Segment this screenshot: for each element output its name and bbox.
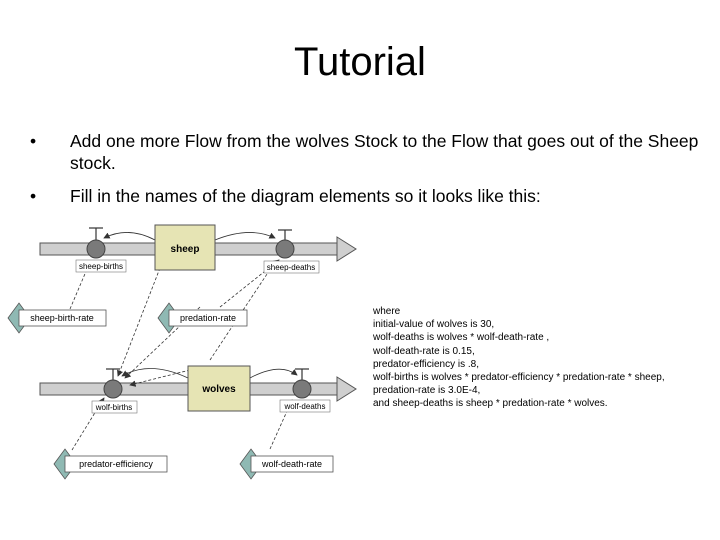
- slide-title: Tutorial: [294, 40, 426, 84]
- svg-text:wolf-births: wolf-births: [95, 403, 132, 412]
- flow-label-wolf-births: wolf-births: [91, 400, 138, 414]
- stock-wolves-label: wolves: [201, 384, 236, 395]
- curved-connectors: [103, 232, 298, 379]
- note-line: where: [373, 306, 401, 317]
- converter-predation-rate: predation-rate: [157, 302, 248, 334]
- note-line: initial-value of wolves is 30,: [373, 319, 495, 331]
- connectors: [69, 259, 293, 451]
- bullet-item: • Fill in the names of the diagram elemen…: [30, 185, 700, 207]
- note-line: wolf-deaths is wolves * wolf-death-rate …: [373, 332, 550, 344]
- bullet-item: • Add one more Flow from the wolves Stock…: [30, 130, 700, 174]
- flow-label-wolf-deaths: wolf-deaths: [279, 399, 331, 413]
- converter-wolf-death-rate: wolf-death-rate: [239, 448, 334, 480]
- equation-notes: where initial-value of wolves is 30, wol…: [373, 305, 665, 411]
- converter-sheep-birth-rate: sheep-birth-rate: [7, 302, 107, 334]
- flow-label-sheep-births: sheep-births: [75, 259, 127, 273]
- svg-text:predation-rate: predation-rate: [180, 313, 236, 323]
- note-line: predation-rate is 3.0E-4,: [373, 385, 481, 397]
- stock-wolves: wolves: [187, 365, 251, 412]
- bullet-icon: •: [30, 186, 37, 206]
- svg-text:predator-efficiency: predator-efficiency: [79, 459, 153, 469]
- svg-text:sheep-births: sheep-births: [79, 262, 123, 271]
- svg-text:sheep-deaths: sheep-deaths: [267, 263, 315, 272]
- valve-wolf-deaths: [292, 368, 312, 399]
- flow-label-sheep-deaths: sheep-deaths: [263, 260, 320, 274]
- note-line: wolf-death-rate is 0.15,: [373, 345, 475, 357]
- stock-sheep: sheep: [154, 224, 216, 271]
- bullet-text: Add one more Flow from the wolves Stock …: [70, 131, 699, 173]
- converter-predator-efficiency: predator-efficiency: [53, 448, 168, 480]
- valve-sheep-deaths: [275, 229, 295, 259]
- valve-wolf-births: [103, 368, 123, 399]
- bullet-list: • Add one more Flow from the wolves Stock…: [30, 130, 700, 218]
- note-line: and sheep-deaths is sheep * predation-ra…: [373, 398, 608, 410]
- bullet-text: Fill in the names of the diagram element…: [70, 186, 541, 206]
- bullet-icon: •: [30, 131, 37, 151]
- stock-sheep-label: sheep: [171, 244, 200, 255]
- svg-text:wolf-death-rate: wolf-death-rate: [261, 459, 322, 469]
- svg-text:wolf-deaths: wolf-deaths: [284, 402, 326, 411]
- note-line: wolf-births is wolves * predator-efficie…: [373, 372, 665, 384]
- valve-sheep-births: [86, 227, 106, 259]
- note-line: predator-efficiency is .8,: [373, 358, 479, 370]
- svg-text:sheep-birth-rate: sheep-birth-rate: [30, 313, 94, 323]
